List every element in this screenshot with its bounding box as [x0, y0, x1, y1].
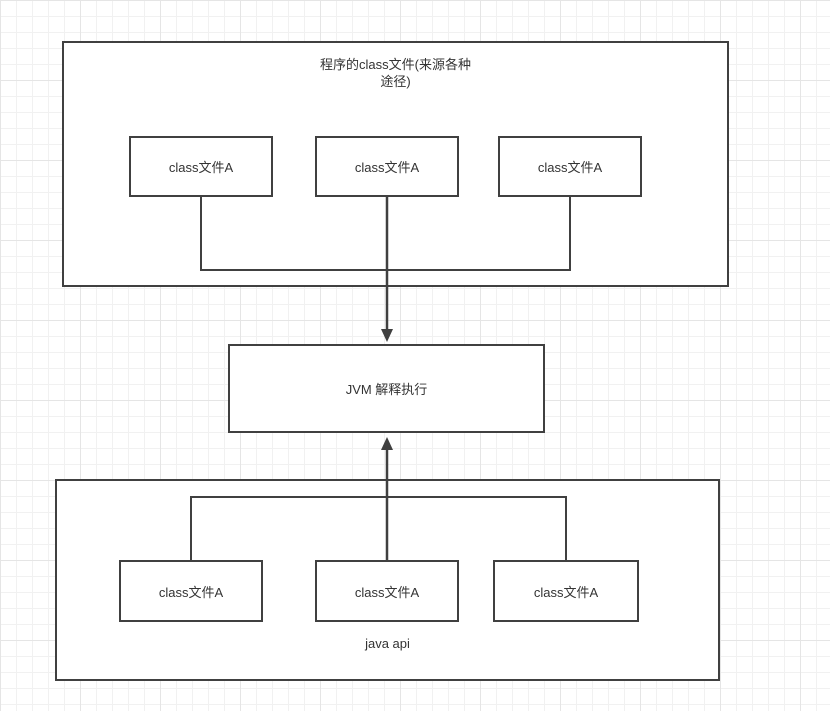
bottom-class-file-node-3-label: class文件A [533, 584, 599, 600]
java-api-label: java api [365, 636, 410, 651]
arrowhead-down-icon [381, 329, 393, 342]
connector-bottom-tree[interactable] [190, 496, 567, 561]
top-class-file-node-3[interactable]: class文件A [498, 136, 642, 197]
bottom-class-file-node-1-label: class文件A [158, 584, 224, 600]
jvm-interpret-execute-node[interactable]: JVM 解释执行 [228, 344, 545, 433]
arrowhead-up-icon [381, 437, 393, 450]
bottom-class-file-node-1[interactable]: class文件A [119, 560, 263, 622]
bottom-class-file-node-2[interactable]: class文件A [315, 560, 459, 622]
top-class-file-node-1[interactable]: class文件A [129, 136, 273, 197]
top-class-file-node-2-label: class文件A [354, 160, 420, 175]
connector-top-tree[interactable] [200, 196, 571, 271]
bottom-class-file-node-2-label: class文件A [354, 584, 420, 600]
top-container-title-line2: 途径) [380, 74, 411, 89]
top-class-file-node-2[interactable]: class文件A [315, 136, 459, 197]
jvm-interpret-execute-label: JVM 解释执行 [345, 382, 428, 397]
top-container-title-line1: 程序的class文件(来源各种 [320, 57, 471, 72]
bottom-class-file-node-3[interactable]: class文件A [493, 560, 639, 622]
top-container-title: 程序的class文件(来源各种 途径) [64, 56, 727, 90]
top-class-file-node-3-label: class文件A [537, 160, 603, 175]
top-class-file-node-1-label: class文件A [168, 160, 234, 175]
